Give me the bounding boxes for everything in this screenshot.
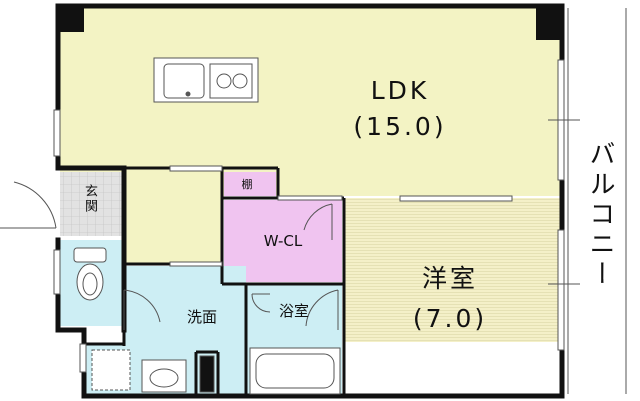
bathroom-label: 浴室 (278, 302, 309, 320)
entrance-area (60, 172, 122, 236)
kitchen-counter (153, 57, 259, 103)
washroom-area (124, 266, 246, 344)
doors (0, 181, 339, 330)
shelf-label: 棚 (241, 178, 253, 191)
walkin-closet-label: W-CL (263, 232, 303, 250)
western-room-size-label: (7.0) (412, 304, 488, 333)
corner-columns (58, 6, 562, 40)
ldk-size-label: (15.0) (353, 112, 447, 141)
ldk-area (60, 8, 560, 196)
western-room-label: 洋室 (421, 264, 478, 293)
wash-fixtures (91, 349, 215, 393)
balcony-rails (548, 8, 627, 394)
ldk-label: LDK (370, 76, 430, 105)
washroom-label: 洗面 (186, 308, 217, 326)
toilet-fixture (73, 247, 107, 301)
hallway-area (124, 172, 222, 264)
entrance-label: 玄関 (82, 184, 97, 214)
western-room-flooring (344, 198, 560, 342)
balcony-area (566, 8, 628, 394)
bathtub (249, 347, 341, 395)
shelf-area (224, 172, 276, 196)
balcony-label: バルコニー (585, 140, 615, 290)
